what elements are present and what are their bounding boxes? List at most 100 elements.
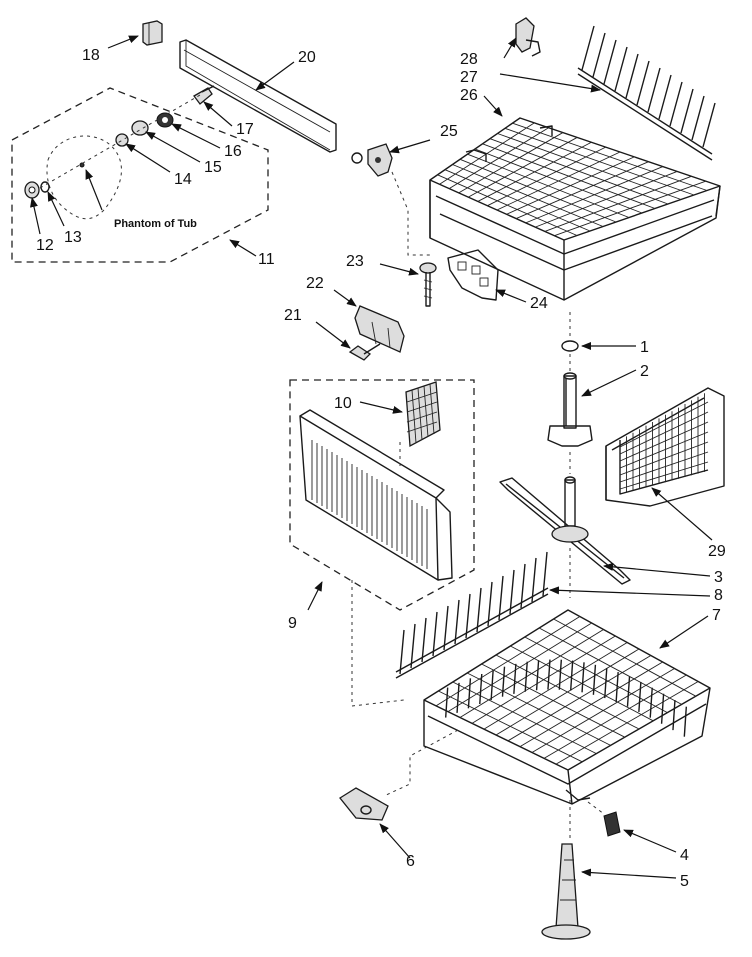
- upper-rack-wire: [444, 169, 591, 232]
- part-2-spray-tube: [547, 372, 593, 447]
- basket-mesh-line: [619, 421, 709, 462]
- insert-wire: [417, 387, 423, 441]
- lower-rack-tine: [524, 661, 528, 692]
- basket-mesh-line: [619, 451, 709, 483]
- callout-16: 16: [224, 143, 242, 160]
- tine: [680, 88, 694, 134]
- shelf-slots: [311, 440, 428, 569]
- lower-rack-tine: [490, 670, 494, 701]
- tine: [531, 557, 537, 603]
- upper-rack-wires: [437, 122, 708, 237]
- callout-5: 5: [680, 873, 689, 890]
- leader-lines: [30, 35, 713, 879]
- upper-rack-wire: [474, 148, 643, 214]
- callout-20: 20: [298, 49, 316, 66]
- basket-mesh-line: [619, 461, 709, 490]
- tine: [702, 102, 716, 148]
- basket-mesh-line: [619, 411, 709, 455]
- callout-17: 17: [236, 121, 254, 138]
- basket-mesh: [619, 393, 709, 493]
- lower-rack-wires: [435, 616, 699, 765]
- lower-rack-tine: [501, 666, 506, 697]
- lower-rack-tine: [456, 682, 460, 713]
- phantom-of-tub-label: Phantom of Tub: [114, 218, 197, 230]
- hardware-stack: [24, 85, 215, 199]
- tine: [669, 81, 683, 127]
- callout-28: 28: [460, 51, 478, 68]
- part-4-bushing: [587, 801, 621, 837]
- callout-29: 29: [708, 543, 726, 560]
- callout-3: 3: [714, 569, 723, 586]
- tine: [636, 60, 650, 106]
- upper-rack-wire: [467, 153, 630, 218]
- callout-15: 15: [204, 159, 222, 176]
- callout-27: 27: [460, 69, 478, 86]
- tine: [432, 611, 438, 657]
- part-3-spray-arm: [499, 476, 631, 585]
- lower-rack-tine: [660, 693, 665, 724]
- tine: [476, 587, 482, 633]
- callout-9: 9: [288, 615, 297, 632]
- callout-7: 7: [712, 607, 721, 624]
- callout-labels: 18 20 17 16 15 14 13 12 11 25 28 27 26 2…: [36, 47, 726, 890]
- callout-4: 4: [680, 847, 689, 864]
- part-9-shelf-group: [289, 379, 475, 611]
- part-18-end-cap: [142, 20, 163, 46]
- callout-26: 26: [460, 87, 478, 104]
- part-20-rail: [179, 39, 337, 153]
- lower-rack-tine: [672, 700, 676, 731]
- basket-mesh-line: [619, 441, 709, 476]
- lower-rack-wire: [553, 618, 697, 697]
- upper-rack-wire: [482, 143, 656, 209]
- insert-wire: [406, 421, 438, 433]
- tine: [399, 629, 405, 675]
- lower-rack-tine: [615, 672, 619, 703]
- insert-wire: [429, 383, 435, 435]
- part-10-insert-grid: [406, 383, 438, 444]
- callout-13: 13: [64, 229, 82, 246]
- upper-rack-wire: [512, 122, 708, 191]
- lower-rack-tine: [638, 681, 642, 712]
- lower-rack-wire: [452, 681, 597, 755]
- tine: [658, 74, 672, 120]
- callout-8: 8: [714, 587, 723, 604]
- part-6-connector: [339, 787, 389, 821]
- upper-rack-wire: [489, 138, 669, 205]
- part-8-tine-row: [395, 551, 549, 679]
- upper-rack-wire: [452, 164, 604, 227]
- lower-rack-wire: [538, 627, 682, 705]
- tine: [465, 593, 471, 639]
- lower-rack-tine: [683, 706, 688, 737]
- callout-22: 22: [306, 275, 324, 292]
- callout-1: 1: [640, 339, 649, 356]
- tine: [410, 623, 416, 669]
- callout-6: 6: [406, 853, 415, 870]
- callout-21: 21: [284, 307, 302, 324]
- tine: [542, 551, 548, 597]
- tine: [487, 581, 493, 627]
- lower-rack-tine: [626, 676, 631, 707]
- upper-rack-wire: [497, 133, 682, 200]
- callout-2: 2: [640, 363, 649, 380]
- tine: [520, 563, 526, 609]
- tine: [614, 46, 628, 92]
- tine: [581, 25, 595, 71]
- lower-rack-tine: [513, 663, 517, 694]
- lower-rack-tine: [479, 673, 483, 705]
- tine-wires: [581, 25, 716, 148]
- part-24-rack-stop: [447, 249, 499, 301]
- lower-rack-wire: [438, 690, 583, 763]
- callout-25: 25: [440, 123, 458, 140]
- insert-wire: [406, 391, 438, 403]
- lower-rack-wire: [524, 636, 668, 713]
- callout-24: 24: [530, 295, 548, 312]
- insert-wire: [406, 401, 438, 413]
- basket-mesh-line: [619, 431, 709, 469]
- lower-rack-tine: [604, 668, 608, 699]
- lower-rack-wire: [495, 654, 640, 730]
- part-5-spray-tower: [541, 843, 591, 940]
- callout-23: 23: [346, 253, 364, 270]
- lower-rack-tine: [535, 660, 540, 691]
